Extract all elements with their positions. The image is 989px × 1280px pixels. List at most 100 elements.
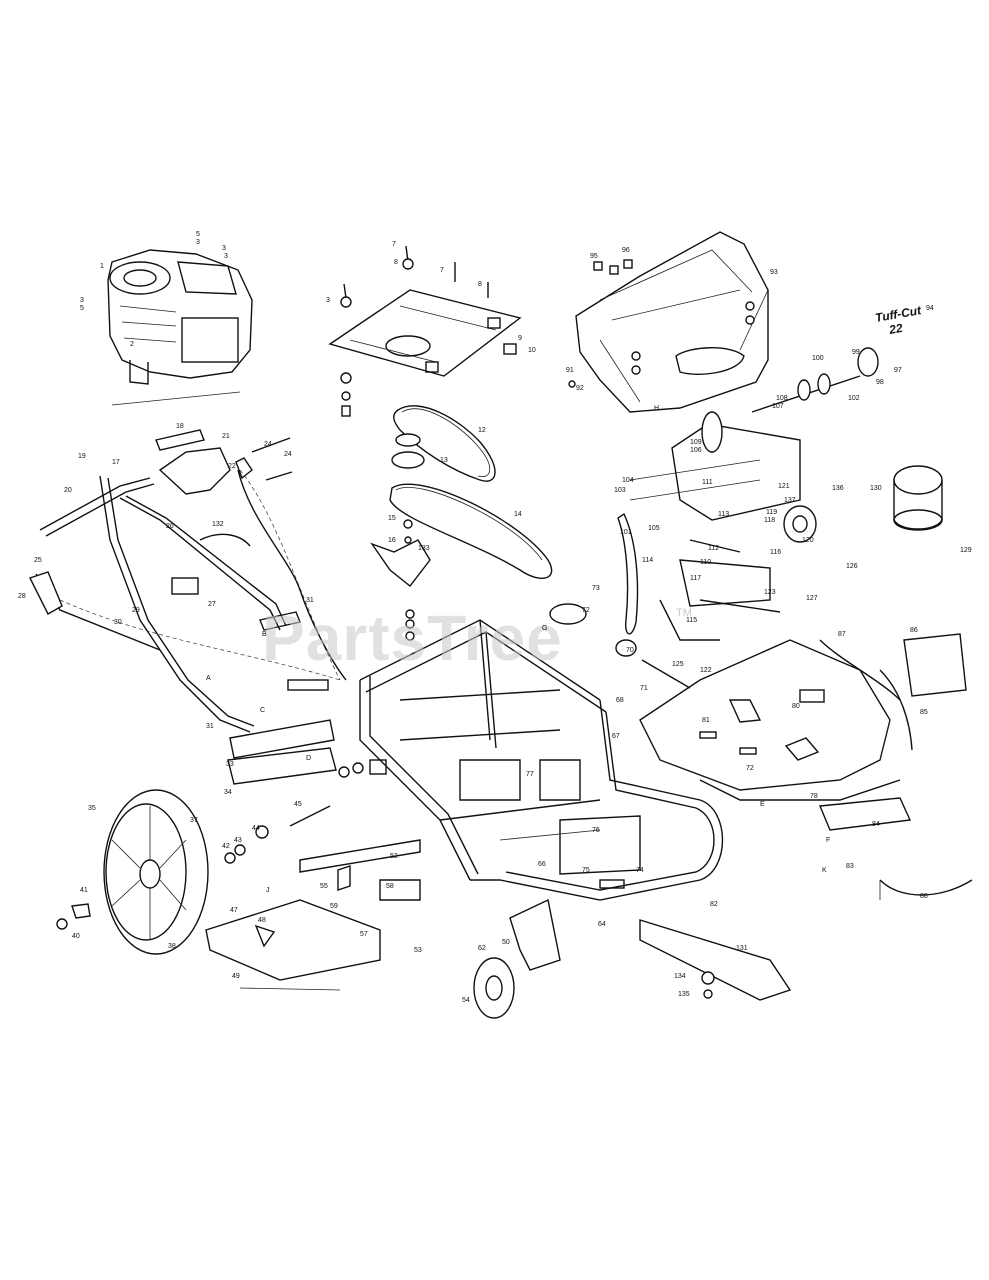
- callout: 80: [792, 703, 800, 710]
- callout: 28: [18, 593, 26, 600]
- callout: 129: [960, 547, 972, 554]
- callout: 25: [34, 557, 42, 564]
- callout: 14: [514, 511, 522, 518]
- callout: 77: [526, 771, 534, 778]
- callout: 37: [190, 817, 198, 824]
- callout: 67: [612, 733, 620, 740]
- callout: 34: [224, 789, 232, 796]
- callout: 62: [478, 945, 486, 952]
- callout: G: [542, 625, 547, 632]
- decal-line2: 22: [887, 321, 904, 337]
- callout: 113: [718, 511, 729, 518]
- callout: 72: [582, 607, 590, 614]
- mower-deck: [639, 633, 973, 900]
- callout: 35: [88, 805, 96, 812]
- callout: 72: [746, 765, 754, 772]
- callout: 50: [502, 939, 510, 946]
- callout: 55: [320, 883, 328, 890]
- callout: 19: [78, 453, 86, 460]
- callout: 5: [80, 305, 84, 312]
- callout: C: [260, 707, 265, 714]
- callout: 94: [926, 305, 934, 312]
- callout: 122: [700, 667, 712, 674]
- callout: 54: [462, 997, 470, 1004]
- callout: 112: [708, 545, 719, 552]
- callout: 74: [636, 867, 644, 874]
- callout: B: [262, 631, 267, 638]
- callout: 45: [294, 801, 302, 808]
- callout: 43: [234, 837, 242, 844]
- callout: 116: [770, 549, 781, 556]
- watermark-tm: TM: [676, 607, 692, 619]
- belts-and-pulleys: [370, 405, 553, 641]
- callout: 57: [360, 931, 368, 938]
- callout: 42: [222, 843, 230, 850]
- callout: 68: [616, 697, 624, 704]
- callout: 132: [212, 521, 224, 528]
- callout: 30: [114, 619, 122, 626]
- callout: 41: [80, 887, 88, 894]
- callout: 44: [252, 825, 260, 832]
- callout: 2: [130, 341, 134, 348]
- callout: 115: [686, 617, 697, 624]
- callout: 52: [390, 853, 398, 860]
- watermark-text: PartsTree: [262, 602, 563, 674]
- callout: 3: [326, 297, 330, 304]
- callout: 95: [590, 253, 598, 260]
- engine-assembly: [107, 249, 253, 406]
- main-frame: [359, 619, 724, 901]
- callout: 38: [168, 943, 176, 950]
- callout: 49: [232, 973, 240, 980]
- rear-wheel: [56, 759, 387, 955]
- callout: 93: [770, 269, 778, 276]
- callout: 33: [226, 761, 234, 768]
- lower-assemblies: [205, 839, 792, 1019]
- callout: 64: [598, 921, 606, 928]
- callout: 75: [582, 867, 590, 874]
- callout: 70: [626, 647, 634, 654]
- callout: 7: [440, 267, 444, 274]
- callout: 136: [832, 485, 844, 492]
- callout: 9: [518, 335, 522, 342]
- callout: 7: [392, 241, 396, 248]
- callout: 22: [228, 463, 236, 470]
- callout: 85: [920, 709, 928, 716]
- callout: 126: [846, 563, 858, 570]
- callout: 130: [870, 485, 882, 492]
- callout: 103: [614, 487, 626, 494]
- callout: 26: [166, 523, 174, 530]
- callout: K: [822, 867, 827, 874]
- callout: 123: [764, 589, 776, 596]
- callout: 121: [778, 483, 790, 490]
- callout: 106: [690, 447, 702, 454]
- callout: 53: [414, 947, 422, 954]
- callout: 109: [690, 439, 702, 446]
- callout: 111: [702, 479, 713, 486]
- callout: 84: [872, 821, 880, 828]
- callout: 16: [388, 537, 396, 544]
- callout: 31: [306, 597, 314, 604]
- callout: 88: [920, 893, 928, 900]
- belt-cover: [568, 231, 769, 413]
- callout: 8: [478, 281, 482, 288]
- callout: 66: [538, 861, 546, 868]
- callout: 18: [176, 423, 184, 430]
- callout: 17: [112, 459, 120, 466]
- callout: A: [206, 675, 211, 682]
- callout: 81: [702, 717, 710, 724]
- callout: 12: [478, 427, 486, 434]
- callout: 98: [876, 379, 884, 386]
- callout: 3: [196, 239, 200, 246]
- callout: 120: [802, 537, 814, 544]
- callout: 13: [440, 457, 448, 464]
- callout: 29: [132, 607, 140, 614]
- callout: 125: [672, 661, 684, 668]
- callout: 82: [710, 901, 718, 908]
- callout-labels: 1 2 3 5 3 3 5 3 7 8 3 7 8 9 10 12 13 14 …: [18, 231, 972, 1004]
- callout: 8: [394, 259, 398, 266]
- callout: 73: [592, 585, 600, 592]
- watermark: PartsTree TM: [262, 602, 692, 674]
- callout: 3: [222, 245, 226, 252]
- callout: 105: [648, 525, 660, 532]
- drive-chain: [549, 512, 781, 689]
